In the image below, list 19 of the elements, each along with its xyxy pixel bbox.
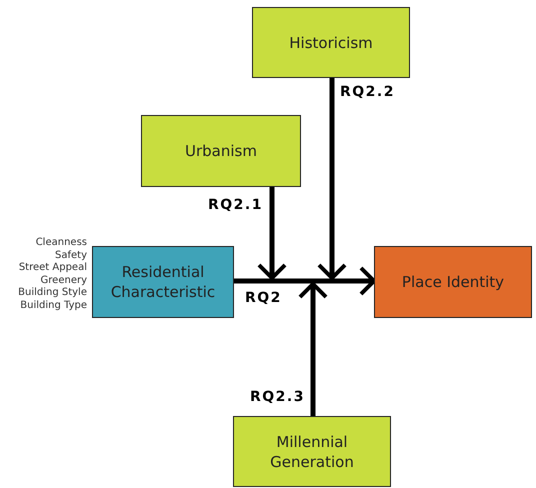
attribute-label: Greenery — [40, 274, 87, 287]
attribute-label: Cleanness — [36, 237, 87, 250]
box-label: Millennial Generation — [269, 432, 355, 472]
box-label: Historicism — [289, 32, 373, 52]
attribute-label: Safety — [55, 250, 87, 262]
arrow — [257, 187, 287, 280]
arrow — [317, 78, 347, 280]
arrow — [298, 282, 328, 416]
concept-box — [233, 416, 391, 487]
attribute-label: Building Style — [18, 287, 87, 300]
box-label: Urbanism — [185, 141, 257, 161]
concept-box — [141, 115, 301, 187]
attribute-label: Building Type — [20, 300, 87, 312]
box-label: Place Identity — [402, 272, 504, 292]
attribute-label: Street Appeal — [18, 262, 87, 274]
concept-box — [252, 7, 410, 78]
box-label: Residential Characteristic — [110, 262, 216, 302]
concept-box — [374, 246, 532, 318]
arrow — [234, 266, 376, 296]
